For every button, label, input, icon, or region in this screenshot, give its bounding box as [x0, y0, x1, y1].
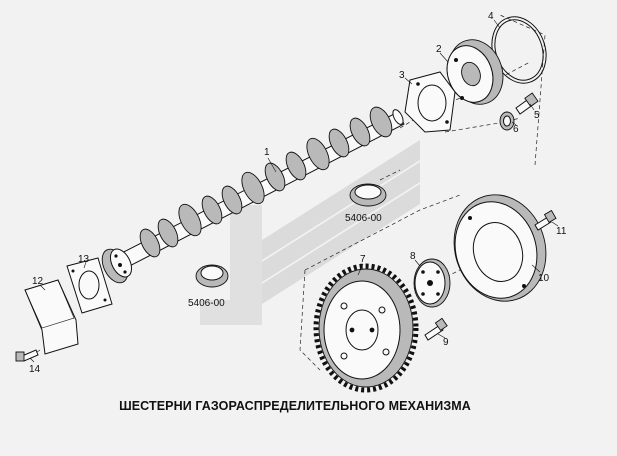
label-part-7: 7: [360, 254, 366, 265]
part-labels: 1 2 3 4 5 6 7 8 9 10 11 12 13 14 5406-00…: [29, 11, 567, 375]
label-part-6: 6: [513, 124, 519, 135]
label-part-5: 5: [534, 110, 540, 121]
label-part-14: 14: [29, 364, 41, 375]
label-part-11: 11: [556, 226, 567, 237]
diagram-caption: ШЕСТЕРНИ ГАЗОРАСПРЕДЕЛИТЕЛЬНОГО МЕХАНИЗМ…: [119, 399, 471, 413]
gasket: [404, 71, 456, 133]
bolt-5: [515, 92, 539, 115]
watermark-logo: [200, 140, 420, 325]
label-part-12: 12: [32, 276, 44, 287]
cam-gear: [313, 263, 419, 393]
camshaft: [101, 106, 405, 284]
label-part-10: 10: [538, 273, 550, 284]
label-part-8: 8: [410, 251, 416, 262]
label-part-13: 13: [78, 254, 90, 265]
plate-gasket: [66, 257, 113, 314]
label-bearing-lower: 5406-00: [188, 298, 225, 309]
gear-hub: [413, 258, 451, 308]
bolt-11: [534, 209, 557, 231]
label-bearing-upper: 5406-00: [345, 213, 382, 224]
label-part-4: 4: [488, 11, 494, 22]
backing-plate: [453, 194, 547, 302]
bolt-9: [424, 317, 448, 341]
bearing-shell-upper: [349, 183, 387, 207]
bolt-14: [15, 349, 39, 362]
label-part-2: 2: [436, 44, 442, 55]
cover-housing: [446, 39, 504, 105]
label-part-1: 1: [264, 147, 270, 158]
label-part-9: 9: [443, 337, 449, 348]
label-part-3: 3: [399, 70, 405, 81]
bearing-shell-lower: [195, 264, 229, 288]
washer-6: [499, 111, 515, 131]
cover-plate: [24, 279, 79, 355]
leader-lines: [29, 19, 559, 363]
